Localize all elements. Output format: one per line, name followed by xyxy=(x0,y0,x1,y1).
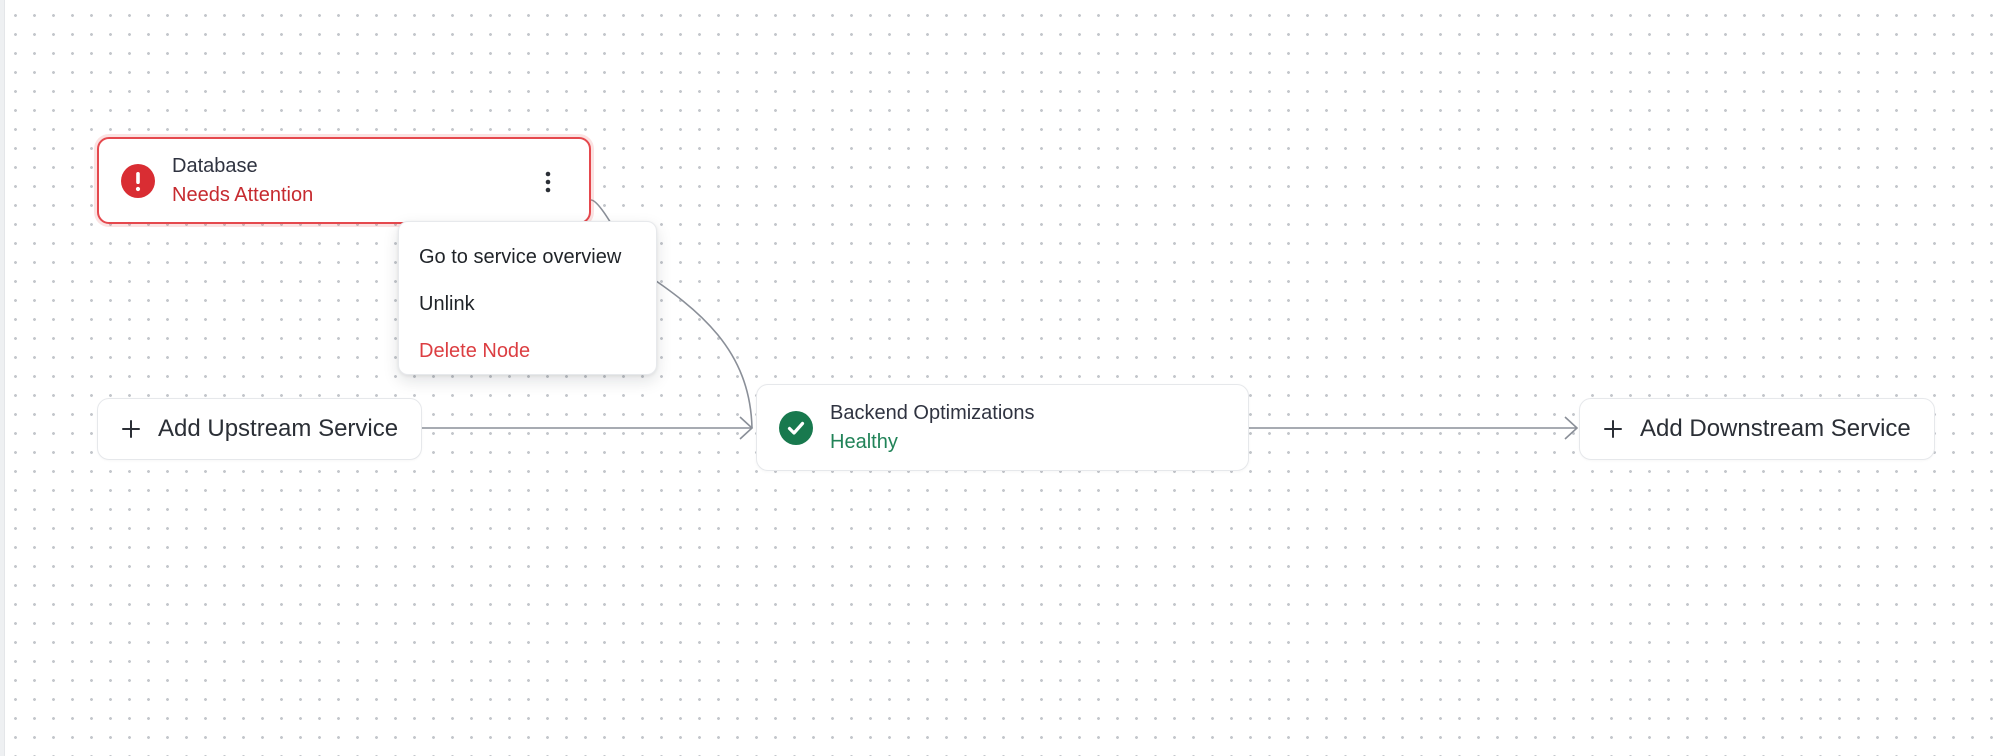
add-downstream-service-button[interactable]: Add Downstream Service xyxy=(1579,398,1935,460)
arrowhead-downstream-input xyxy=(1564,416,1579,440)
menu-item-unlink[interactable]: Unlink xyxy=(419,293,475,315)
menu-item-go-to-service-overview[interactable]: Go to service overview xyxy=(419,246,622,268)
plus-icon xyxy=(120,418,142,440)
node-backend-text: Backend Optimizations Healthy xyxy=(830,400,1035,456)
alert-circle-icon xyxy=(121,163,155,198)
node-database[interactable]: Database Needs Attention xyxy=(97,137,591,224)
more-vertical-icon[interactable] xyxy=(537,169,559,195)
add-upstream-label: Add Upstream Service xyxy=(158,415,399,442)
menu-item-delete-node[interactable]: Delete Node xyxy=(419,340,531,362)
panel-edge xyxy=(0,0,5,756)
node-backend-optimizations[interactable]: Backend Optimizations Healthy xyxy=(756,384,1249,471)
node-title: Database xyxy=(172,154,258,177)
add-downstream-label: Add Downstream Service xyxy=(1640,415,1911,442)
node-status: Healthy xyxy=(830,430,898,453)
node-context-menu: Go to service overview Unlink Delete Nod… xyxy=(398,221,657,375)
node-database-text: Database Needs Attention xyxy=(172,153,313,209)
arrowhead-backend-input xyxy=(739,416,754,440)
add-upstream-service-button[interactable]: Add Upstream Service xyxy=(97,398,422,460)
plus-icon xyxy=(1602,418,1624,440)
edge-database-to-backend[interactable] xyxy=(590,199,753,429)
node-title: Backend Optimizations xyxy=(830,401,1035,424)
check-circle-icon xyxy=(779,410,813,445)
node-status: Needs Attention xyxy=(172,183,314,206)
